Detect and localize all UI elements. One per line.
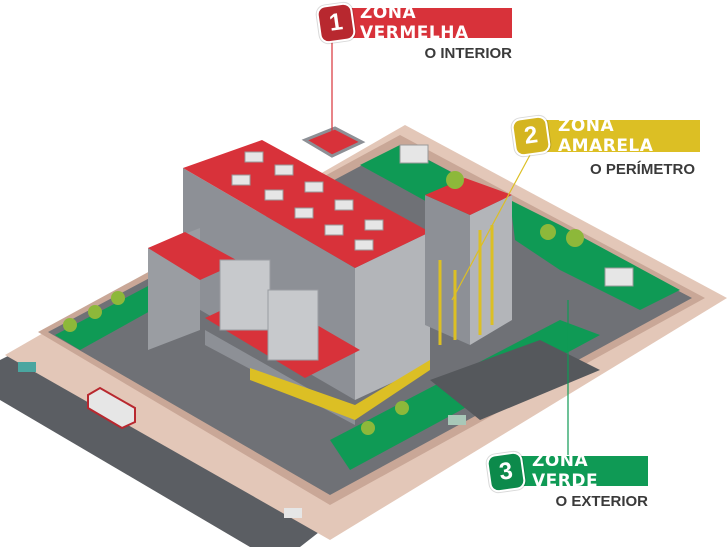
zone-2-subtitle: O PERÍMETRO — [589, 161, 695, 178]
roof-tower — [301, 126, 366, 158]
zone-1-title-bar: ZONA VERMELHA — [348, 3, 512, 43]
tower-wall — [425, 195, 470, 345]
zone-2-number-badge: 2 — [510, 114, 552, 158]
zone-3-number-badge: 3 — [485, 450, 527, 494]
car — [284, 508, 302, 518]
annex-roof — [148, 232, 240, 280]
zone-2-title: ZONA AMARELA — [558, 116, 654, 156]
main-building-right-wall — [355, 232, 430, 400]
car — [448, 415, 466, 425]
zone-1-number-badge: 1 — [315, 1, 357, 45]
car — [18, 362, 36, 372]
trees — [63, 171, 584, 435]
cooling-unit — [267, 289, 319, 361]
cooling-unit — [219, 259, 271, 331]
truck — [87, 386, 136, 430]
zone-3-subtitle: O EXTERIOR — [555, 493, 648, 510]
main-building-roof — [183, 140, 430, 268]
zone-1-title: ZONA VERMELHA — [360, 3, 469, 43]
zone-2-leader-line — [451, 154, 531, 301]
zone-3-title-bar: ZONA VERDE — [520, 451, 648, 491]
parking-lot — [430, 340, 600, 420]
zone-1-subtitle: O INTERIOR — [424, 45, 512, 62]
zone-2-title-bar: ZONA AMARELA — [546, 116, 700, 156]
roof-vents — [231, 144, 634, 287]
tower-roof — [425, 178, 512, 215]
green-lawn-left — [55, 285, 170, 350]
zone-3-title: ZONA VERDE — [532, 451, 599, 491]
yellow-perimeter-strip — [250, 360, 430, 420]
